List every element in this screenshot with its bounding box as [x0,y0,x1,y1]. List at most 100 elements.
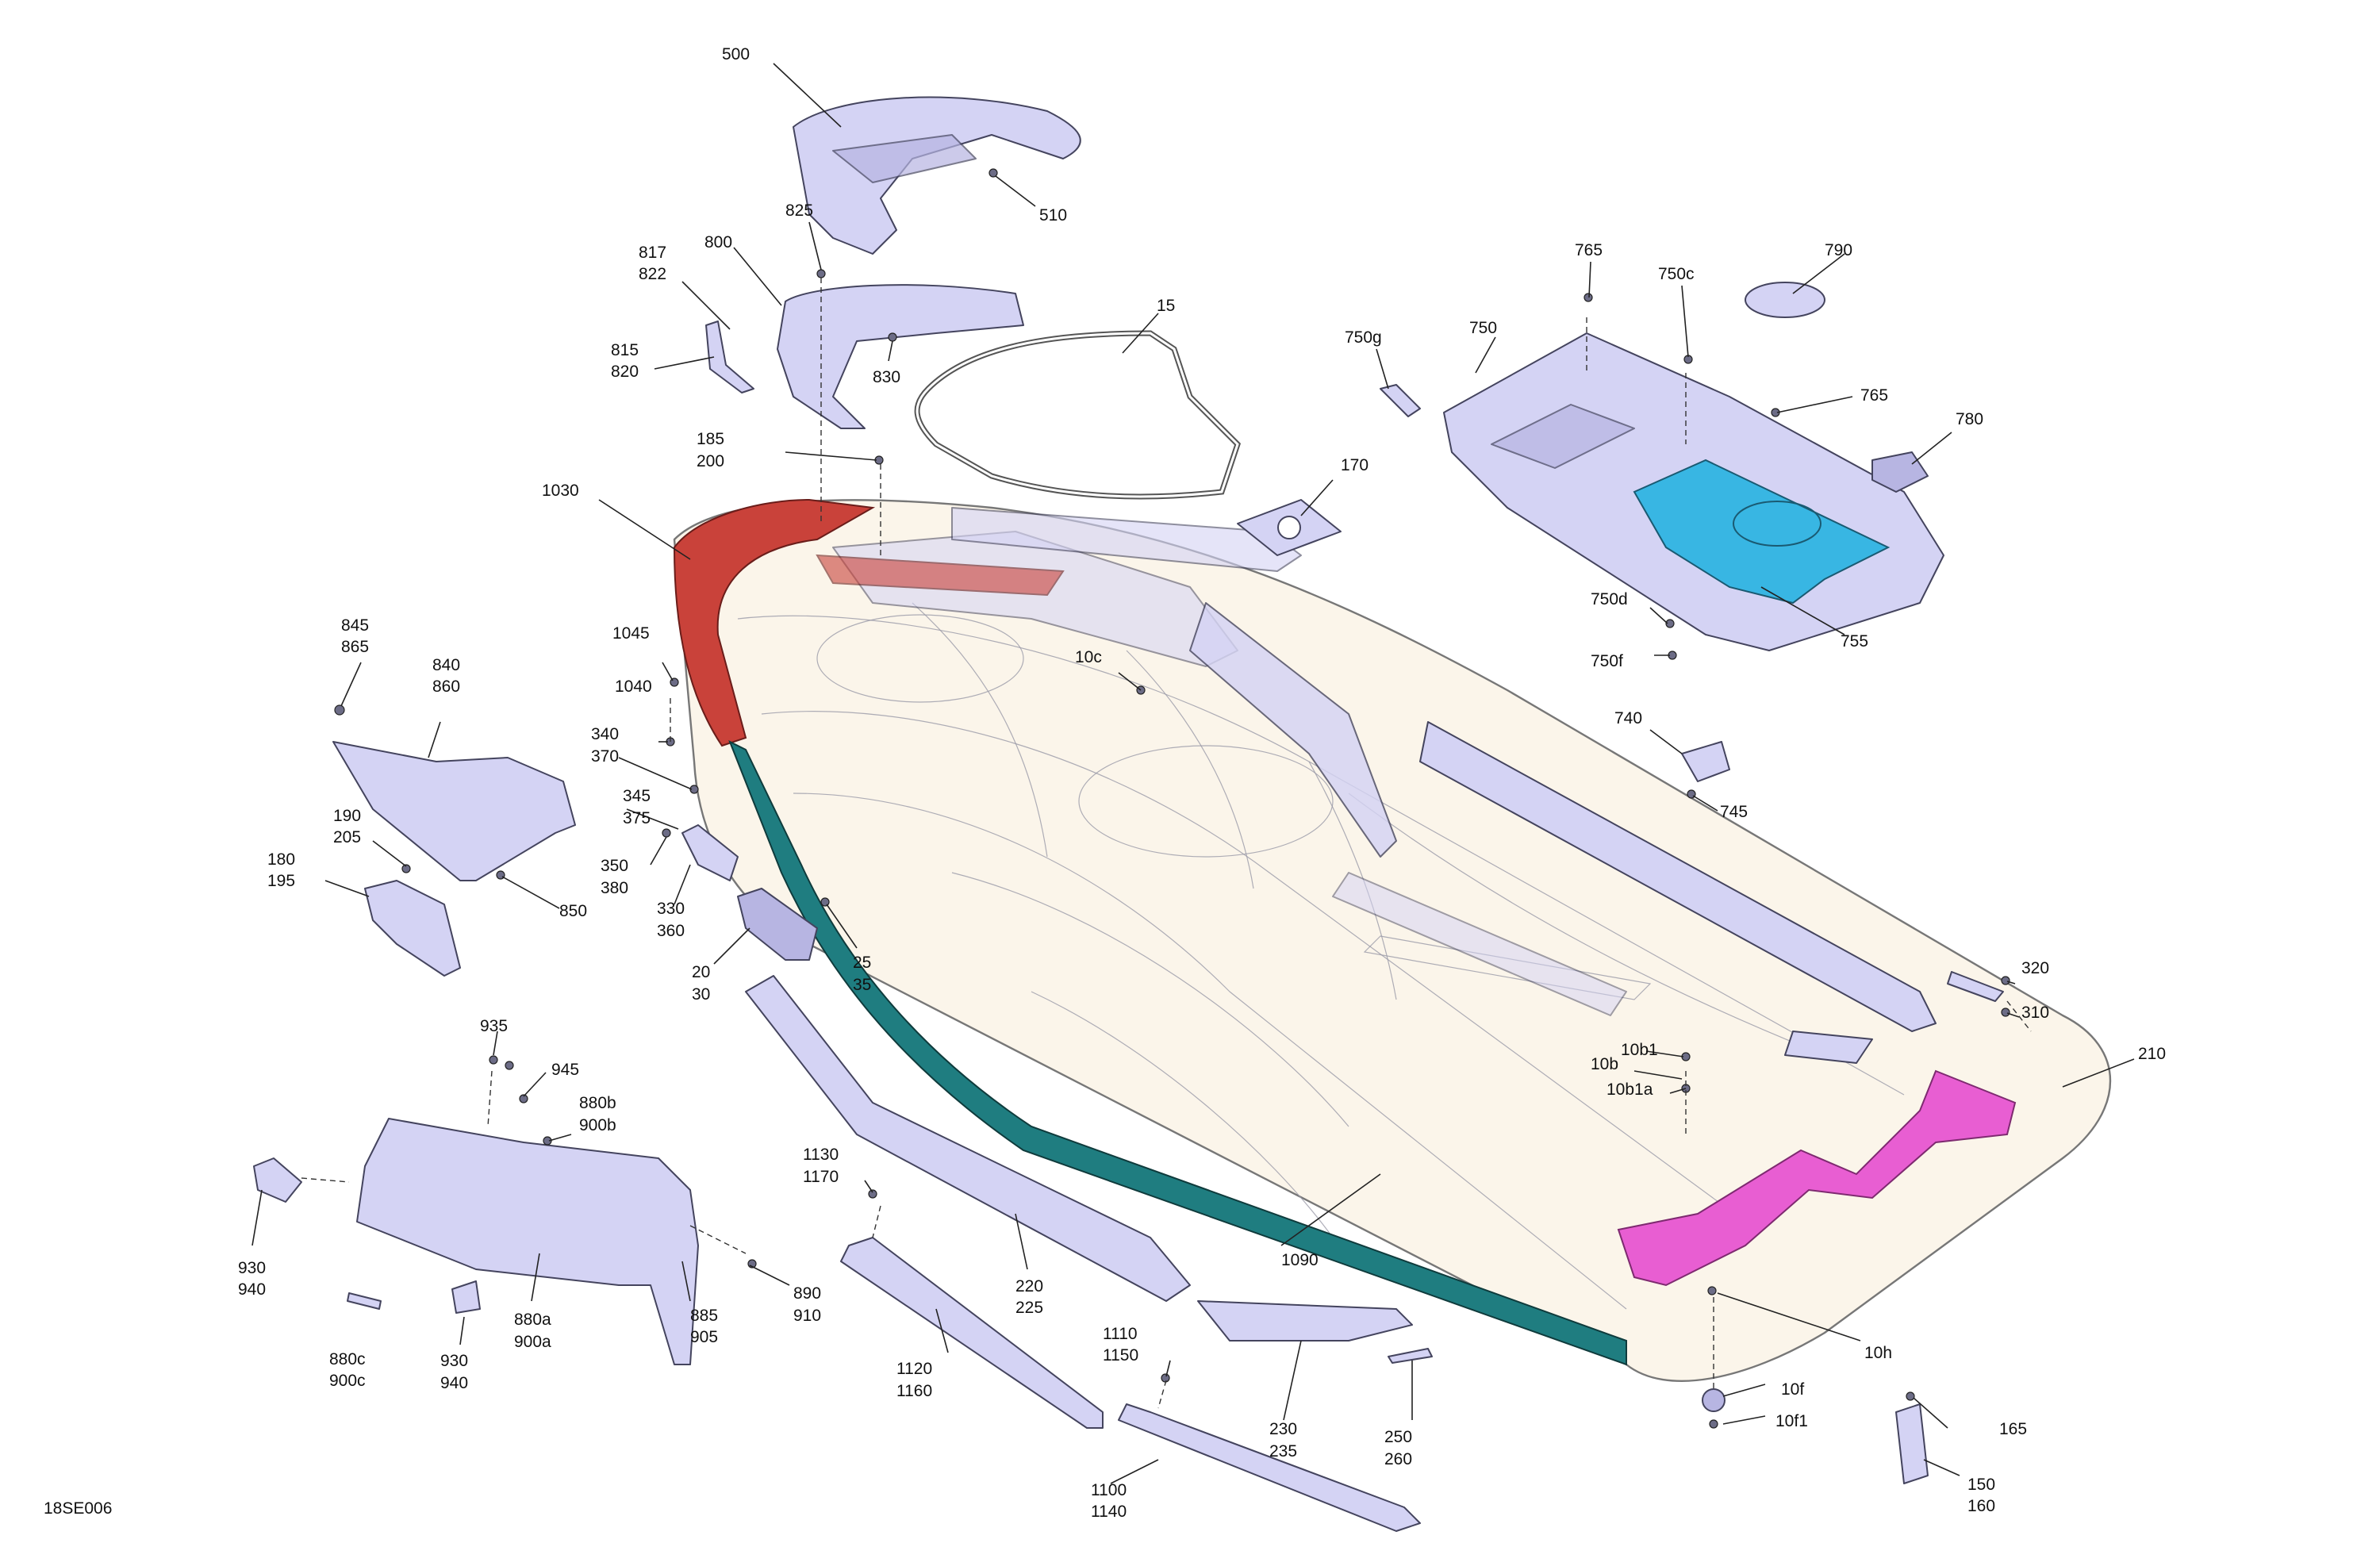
callout-345: 345 [623,787,651,805]
part-750-storage-tray [1443,332,1944,651]
front-bumper-red [673,498,876,747]
part-815-bracket [705,320,754,393]
part-330-bracket [681,824,739,881]
callout-360: 360 [657,922,685,940]
callout-940-a: 940 [238,1280,266,1299]
callout-500: 500 [722,45,750,63]
callout-310: 310 [2021,1004,2049,1022]
callout-910: 910 [793,1307,821,1325]
part-10f-drain [1702,1388,1726,1412]
callout-1090: 1090 [1281,1251,1319,1269]
part-320-trim [1947,971,2004,1002]
callout-935: 935 [480,1017,508,1035]
part-790-fuel-cap [1745,282,1825,318]
callout-765-top: 765 [1575,241,1603,259]
callout-10c: 10c [1075,648,1102,666]
callout-10b1: 10b1 [1621,1041,1658,1059]
callout-822: 822 [639,265,666,283]
callout-35: 35 [853,976,871,994]
callout-750c: 750c [1658,265,1695,283]
callout-940-b: 940 [440,1374,468,1392]
part-220-sponson-strip [745,975,1191,1302]
callout-340: 340 [591,725,619,743]
hull-body [673,499,2111,1383]
rear-deck-pad-magenta [1617,1069,2017,1287]
callout-860: 860 [432,677,460,696]
callout-885: 885 [690,1307,718,1325]
callout-790: 790 [1825,241,1852,259]
drawing-code: 18SE006 [44,1499,112,1518]
assembly-dashed-lines [301,278,2032,1409]
callout-165: 165 [1999,1420,2027,1438]
callout-840: 840 [432,656,460,674]
callout-750d: 750d [1591,590,1628,608]
part-840-side-panel [332,741,576,881]
callout-745: 745 [1720,803,1748,821]
callout-10b1a: 10b1a [1606,1080,1653,1099]
callout-905: 905 [690,1328,718,1346]
part-1120-rail [840,1237,1104,1429]
leader-lines [251,63,2135,1484]
part-750g-clip [1380,384,1421,417]
callout-820: 820 [611,363,639,381]
callout-880c: 880c [329,1350,366,1368]
callout-800: 800 [704,233,732,251]
callout-510: 510 [1039,206,1067,225]
callout-25: 25 [853,954,871,972]
part-740-bracket [1681,741,1730,782]
callout-375: 375 [623,809,651,827]
callout-1150: 1150 [1103,1346,1138,1365]
callout-10f1: 10f1 [1775,1412,1808,1430]
callout-170: 170 [1341,456,1368,474]
callout-200: 200 [697,452,724,470]
callout-845: 845 [341,616,369,635]
callout-890: 890 [793,1284,821,1303]
callout-370: 370 [591,747,619,766]
callout-225: 225 [1015,1299,1043,1317]
callout-1110: 1110 [1103,1325,1138,1343]
callout-1130: 1130 [803,1146,839,1164]
callout-260: 260 [1384,1450,1412,1468]
part-180-handle [364,880,461,977]
callout-930-b: 930 [440,1352,468,1370]
callout-945: 945 [551,1061,579,1079]
callout-30: 30 [692,985,710,1004]
callout-817: 817 [639,244,666,262]
callout-880a: 880a [514,1311,551,1329]
callout-740: 740 [1614,709,1642,727]
callout-350: 350 [601,857,628,875]
callout-195: 195 [267,872,295,890]
callout-750g: 750g [1345,328,1382,347]
part-170-vent-plate [1237,499,1342,556]
callout-1120: 1120 [896,1360,932,1378]
callout-930-a: 930 [238,1259,266,1277]
callout-160: 160 [1967,1497,1995,1515]
part-880a-rear-side-panel [356,1118,699,1365]
callout-830: 830 [873,368,900,386]
callout-750f: 750f [1591,652,1623,670]
callout-755: 755 [1841,632,1868,651]
callout-1160: 1160 [896,1382,932,1400]
callout-330: 330 [657,900,685,918]
callout-20: 20 [692,963,710,981]
callout-230: 230 [1269,1420,1297,1438]
callout-190: 190 [333,807,361,825]
callout-900b: 900b [579,1116,616,1134]
callout-185: 185 [697,430,724,448]
callout-220: 220 [1015,1277,1043,1295]
callout-10b: 10b [1591,1055,1618,1073]
callout-825: 825 [785,202,813,220]
callout-235: 235 [1269,1442,1297,1460]
callout-1045: 1045 [612,624,650,643]
callout-865: 865 [341,638,369,656]
callout-1040: 1040 [615,677,652,696]
callout-900a: 900a [514,1333,551,1351]
callout-320: 320 [2021,959,2049,977]
side-rub-strip-teal [728,739,1627,1366]
part-930-bracket-b [451,1280,481,1314]
callout-815: 815 [611,341,639,359]
callout-380: 380 [601,879,628,897]
callout-1170: 1170 [803,1168,839,1186]
part-250-trim [1388,1348,1433,1364]
part-230-strip [1197,1300,1413,1341]
